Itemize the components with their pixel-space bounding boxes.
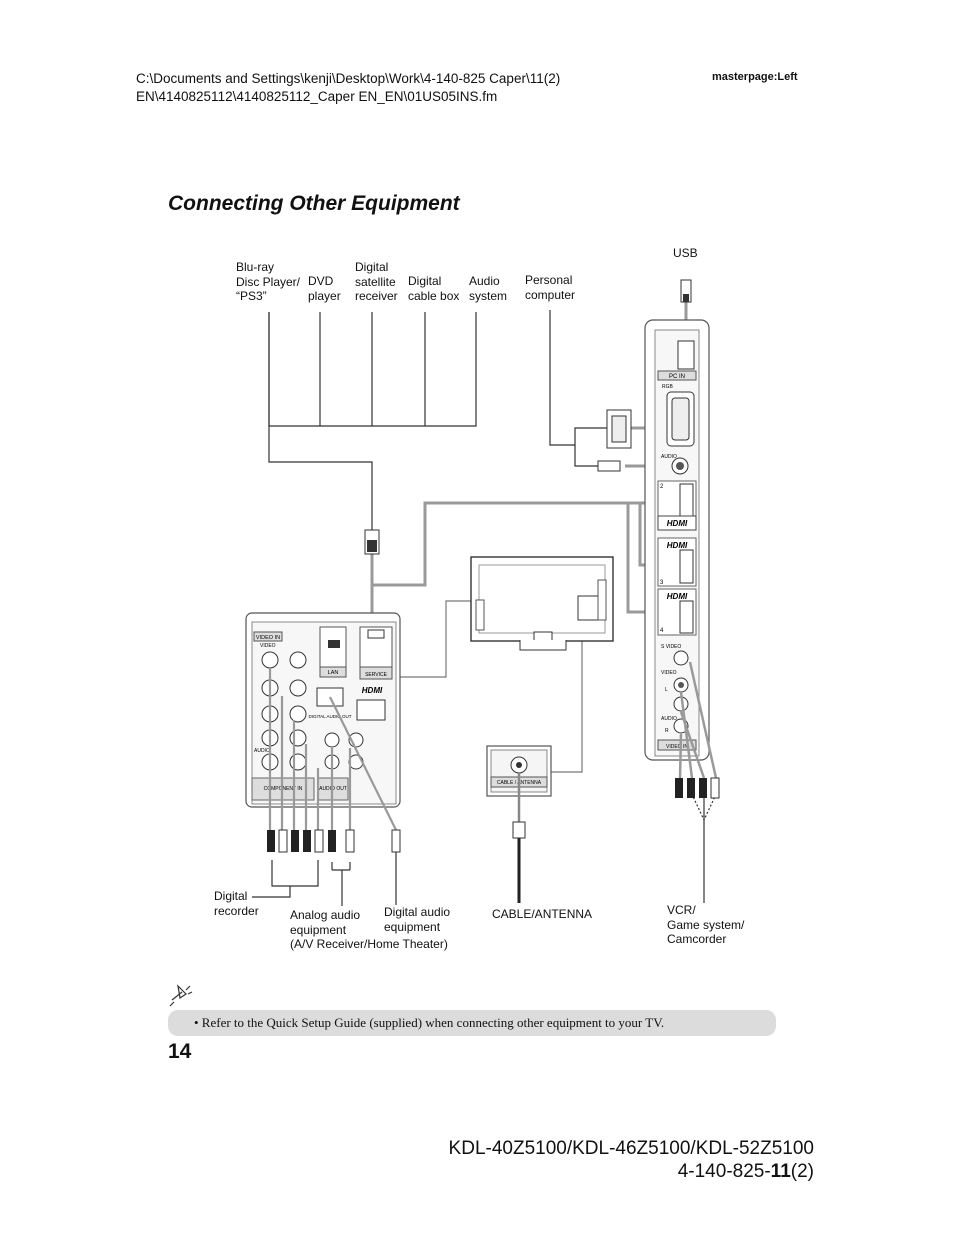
svg-text:VIDEO IN: VIDEO IN (666, 744, 688, 750)
tip-icon (169, 984, 193, 1007)
svg-text:VIDEO: VIDEO (661, 670, 677, 676)
label-digital-recorder: Digital recorder (214, 889, 259, 918)
vcr-dashed (689, 789, 719, 822)
label-satellite: Digital satellite receiver (355, 260, 398, 303)
pc-in-label: PC IN (669, 374, 685, 380)
vcr-plugs (675, 777, 720, 799)
footer-models: KDL-40Z5100/KDL-46Z5100/KDL-52Z5100 (448, 1138, 814, 1159)
page-number: 14 (168, 1040, 192, 1063)
svg-text:HDMI: HDMI (362, 686, 383, 695)
svg-text:AUDIO: AUDIO (661, 454, 677, 460)
cable-antenna-box: CABLE / ANTENNA (486, 745, 552, 903)
label-usb: USB (673, 246, 698, 260)
label-cable-antenna: CABLE/ANTENNA (492, 907, 593, 921)
tip-note: • Refer to the Quick Setup Guide (suppli… (168, 1010, 776, 1036)
header-masterpage: masterpage:Left (712, 71, 798, 83)
svg-text:3: 3 (660, 580, 664, 586)
label-bluray: Blu-ray Disc Player/ “PS3” (236, 260, 301, 303)
svg-text:LAN: LAN (328, 670, 339, 676)
svg-text:4: 4 (660, 628, 664, 634)
header-file-path: C:\Documents and Settings\kenji\Desktop\… (136, 71, 561, 104)
svg-text:COMPONENT IN: COMPONENT IN (264, 786, 303, 792)
svg-text:SERVICE: SERVICE (365, 672, 388, 678)
svg-text:DIGITAL AUDIO OUT: DIGITAL AUDIO OUT (308, 714, 351, 719)
svg-text:AUDIO: AUDIO (254, 748, 270, 754)
label-digital-audio: Digital audio equipment (384, 905, 451, 934)
svg-text:L: L (665, 687, 668, 693)
svg-text:VIDEO IN: VIDEO IN (256, 635, 280, 641)
bluray-hdmi-plug (364, 529, 380, 555)
svg-text:R: R (665, 728, 669, 734)
svg-text:S VIDEO: S VIDEO (661, 644, 681, 650)
svg-text:HDMI: HDMI (667, 592, 688, 601)
pc-audio-line (574, 445, 600, 467)
right-side-panel: PC IN RGB AUDIO 2 HDMI HDMI 3 HDMI 4 S V… (644, 319, 710, 761)
svg-text:HDMI: HDMI (667, 519, 688, 528)
pc-plugs (597, 409, 632, 472)
pc-rgb-line (549, 310, 612, 446)
svg-text:RGB: RGB (662, 384, 674, 390)
footer-code: 4-140-825-11(2) (677, 1161, 814, 1182)
label-cable-box: Digital cable box (408, 274, 460, 303)
label-vcr: VCR/ Game system/ Camcorder (667, 903, 745, 946)
page-title: Connecting Other Equipment (168, 192, 460, 215)
label-analog-audio: Analog audio equipment (A/V Receiver/Hom… (290, 908, 448, 951)
recorder-bracket (252, 860, 319, 898)
svg-text:VIDEO: VIDEO (260, 643, 276, 649)
analog-plugs (267, 829, 401, 853)
svg-text:2: 2 (660, 484, 664, 490)
svg-text:HDMI: HDMI (667, 541, 688, 550)
svg-text:AUDIO: AUDIO (661, 716, 677, 722)
label-dvd: DVD player (308, 274, 341, 303)
usb-plug (680, 279, 692, 303)
analog-bracket (331, 862, 351, 906)
label-audio-system: Audio system (469, 274, 508, 303)
tv-rear (470, 556, 614, 651)
label-pc: Personal computer (525, 273, 576, 302)
footer: KDL-40Z5100/KDL-46Z5100/KDL-52Z5100 4-14… (449, 1137, 814, 1183)
